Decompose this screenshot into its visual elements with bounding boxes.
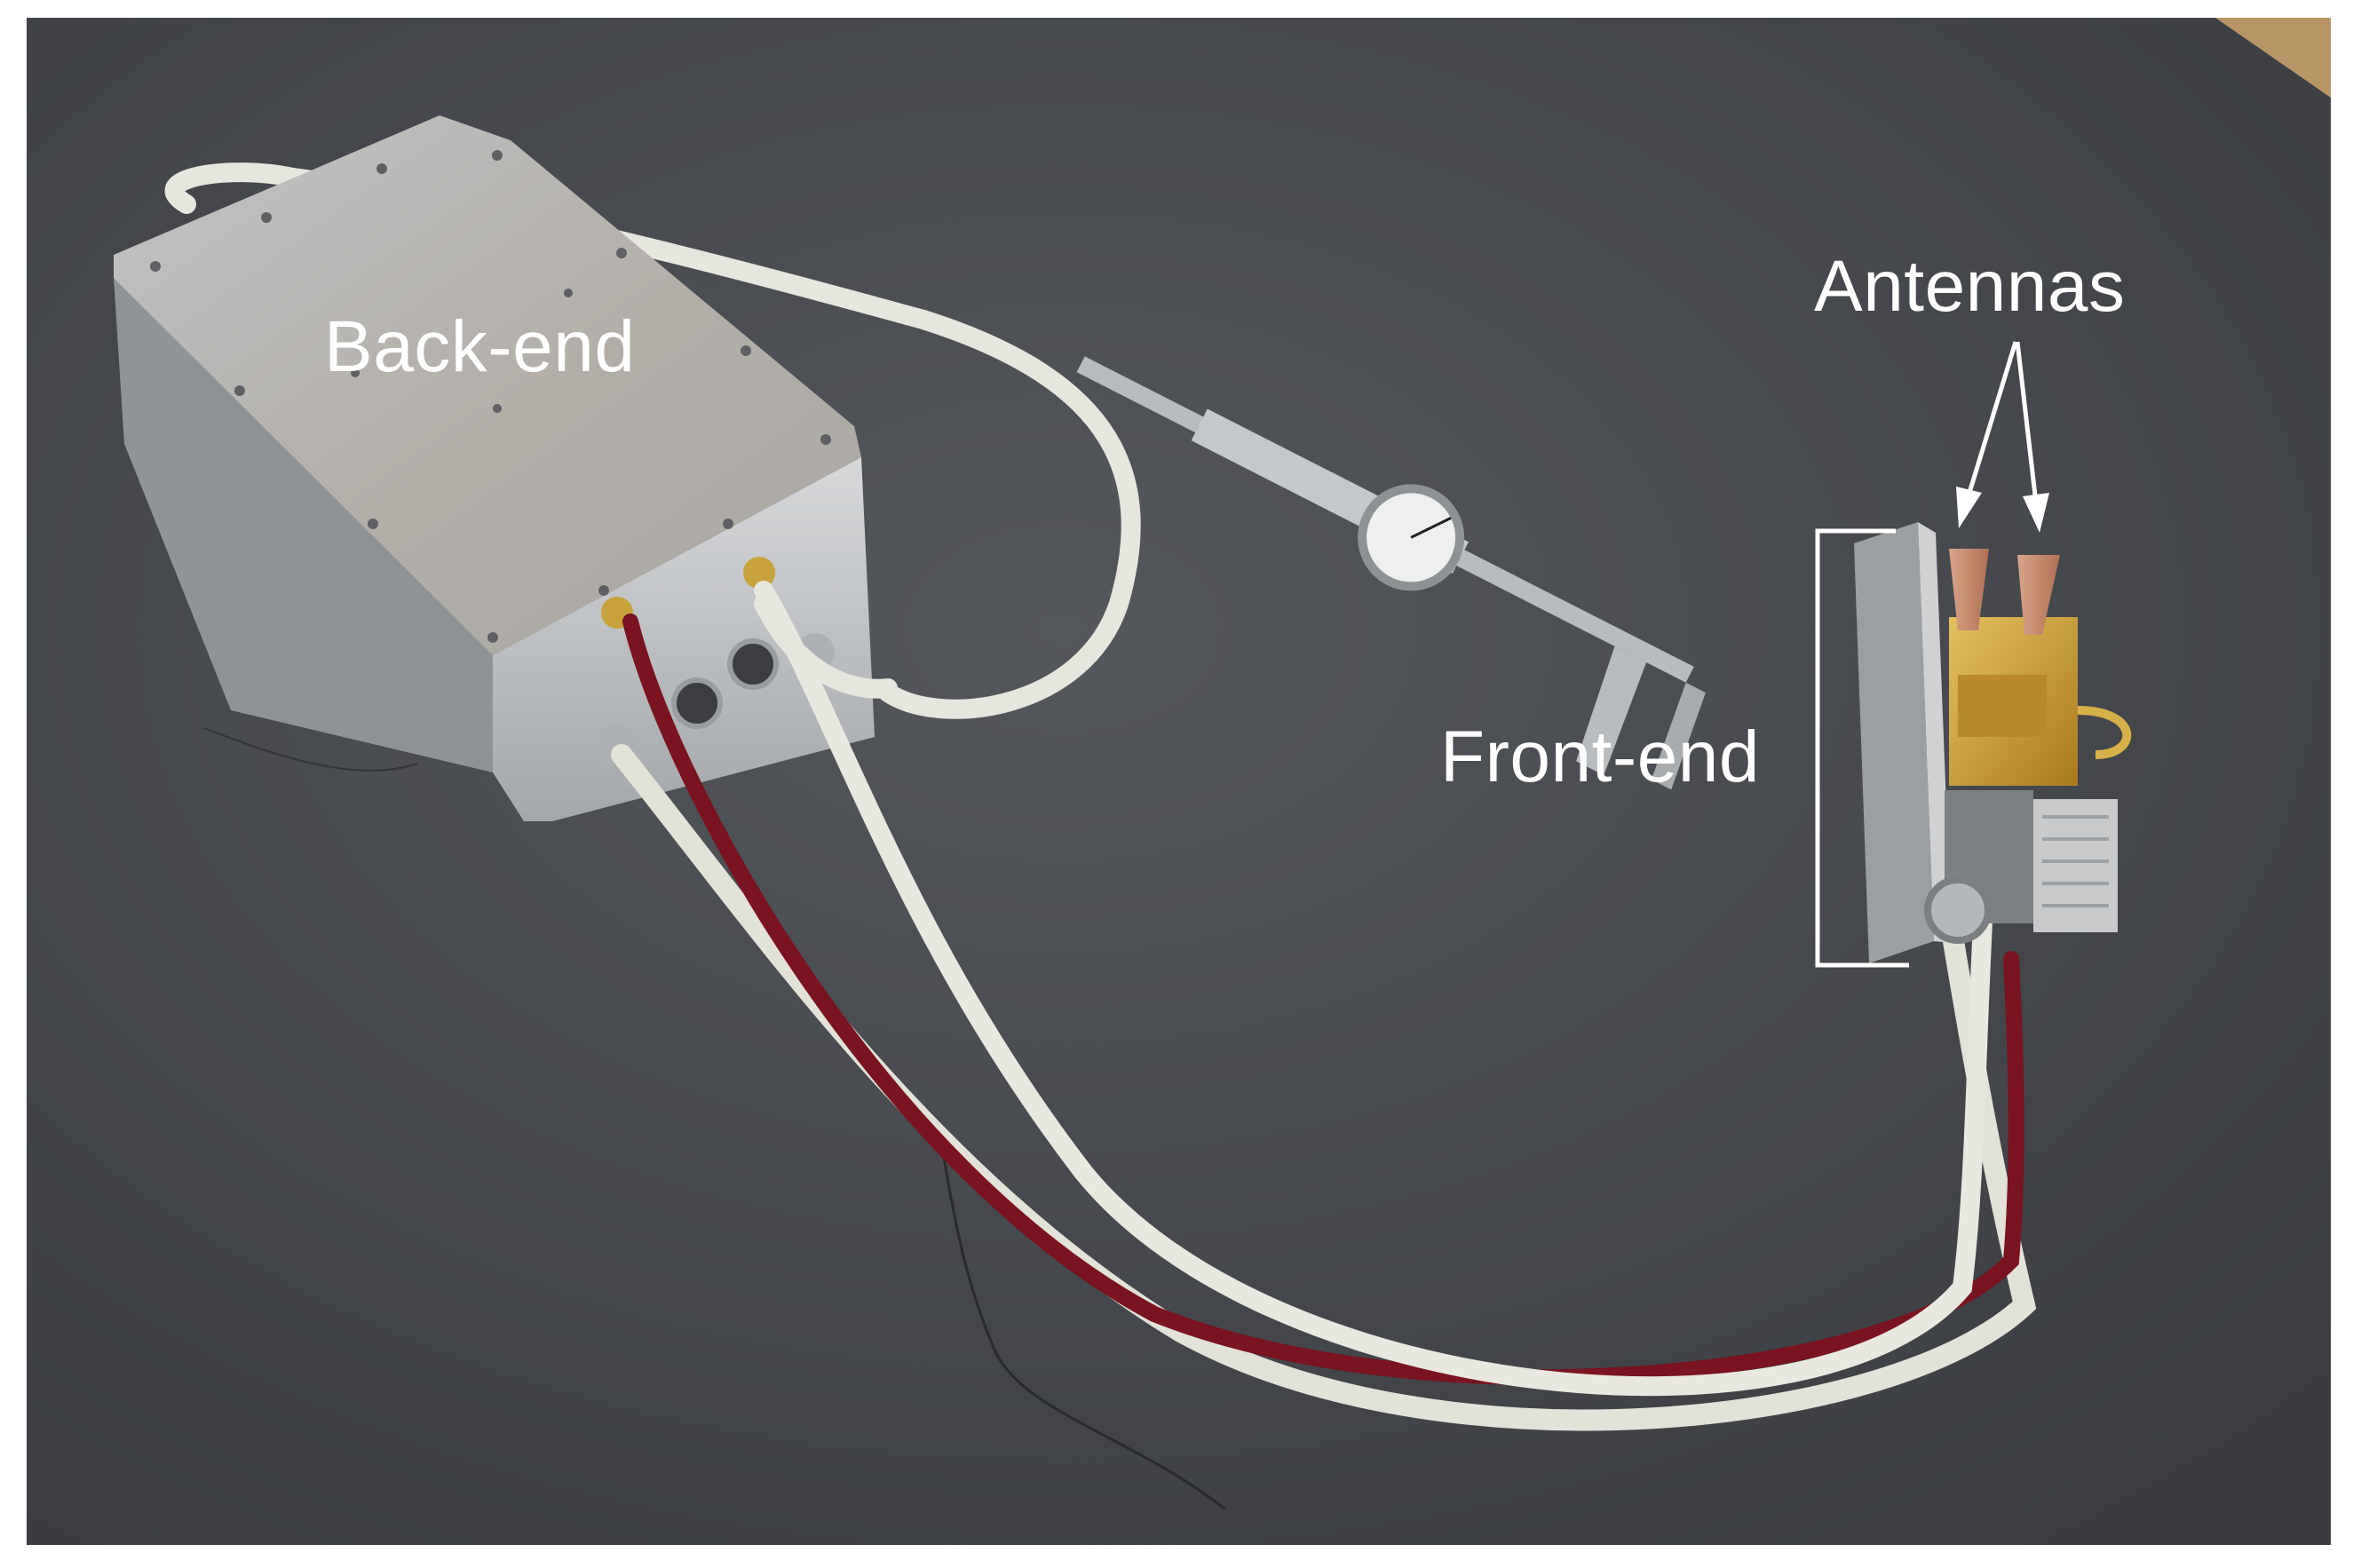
white-cable — [754, 581, 1994, 1397]
front-end-bracket — [1815, 528, 1909, 968]
heatsink — [2033, 799, 2118, 932]
back-end-left-face — [114, 278, 493, 772]
front-end-label: Front-end — [1440, 717, 1761, 797]
connector — [727, 638, 779, 690]
antennas-label: Antennas — [1814, 246, 2126, 327]
back-end-front-face — [493, 457, 875, 821]
surface-crack — [939, 1140, 1226, 1511]
front-end-plate — [1854, 522, 1934, 963]
wood-corner — [2215, 18, 2331, 98]
connector — [671, 677, 723, 729]
connector — [1924, 876, 1992, 944]
back-end-lid — [114, 115, 861, 655]
antenna-horn — [1949, 549, 1989, 630]
red-cable — [622, 614, 2024, 1385]
connector — [743, 557, 775, 589]
loop-cable — [164, 162, 1141, 719]
back-end-label: Back-end — [324, 306, 636, 387]
front-end-assembly — [1854, 522, 2132, 963]
antenna-arrows — [1956, 341, 2049, 533]
antenna-horn — [2017, 555, 2060, 635]
white-cable — [754, 594, 898, 699]
back-end-box — [114, 115, 875, 821]
caliper — [1076, 356, 1706, 790]
